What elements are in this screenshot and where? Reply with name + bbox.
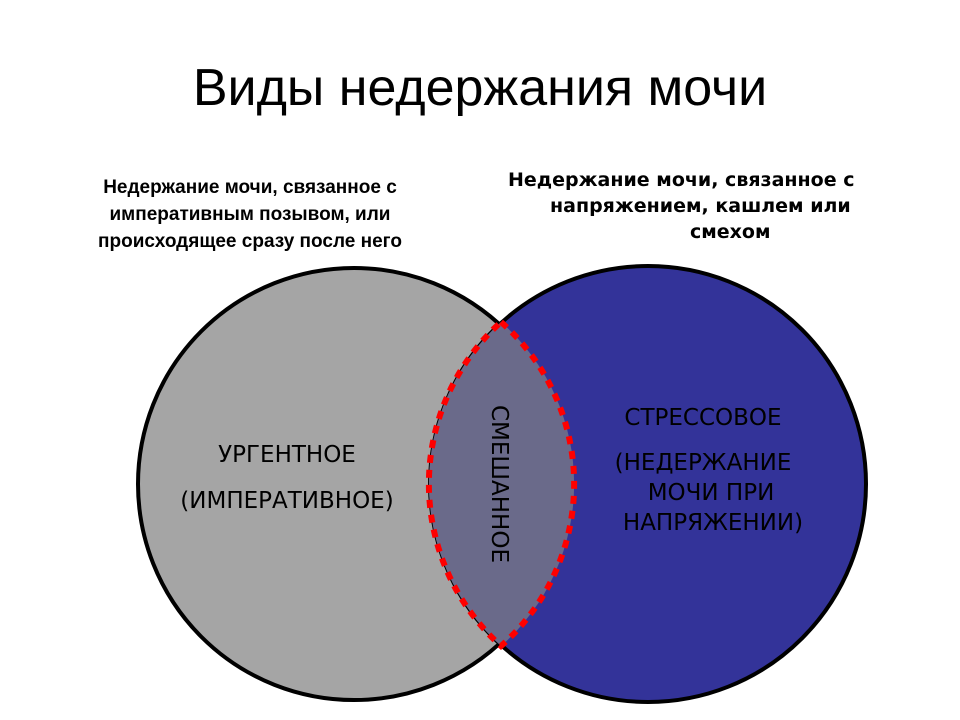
- caption-line: происходящее сразу после него: [98, 231, 402, 252]
- urge-caption: Недержание мочи, связанное с императивны…: [30, 174, 470, 255]
- caption-line: императивным позывом, или: [109, 204, 391, 225]
- overlap-region: [425, 317, 578, 651]
- stress-label: СТРЕССОВОЕ: [624, 405, 781, 431]
- stress-label-line: (НЕДЕРЖАНИЕ: [615, 450, 792, 476]
- caption-line: смехом: [690, 221, 771, 243]
- slide-title: Виды недержания мочи: [192, 59, 768, 117]
- urge-label: УРГЕНТНОЕ: [218, 442, 356, 468]
- urge-label-sub: (ИМПЕРАТИВНОЕ): [180, 488, 393, 514]
- mixed-label: СМЕШАННОЕ: [486, 405, 512, 563]
- caption-line: Недержание мочи, связанное с: [103, 177, 397, 198]
- stress-label-line: НАПРЯЖЕНИИ): [623, 510, 803, 536]
- caption-line: напряжением, кашлем или: [550, 195, 851, 217]
- caption-line: Недержание мочи, связанное с: [508, 169, 855, 191]
- stress-label-line: МОЧИ ПРИ: [648, 480, 775, 506]
- stress-caption: Недержание мочи, связанное с напряжением…: [500, 167, 960, 245]
